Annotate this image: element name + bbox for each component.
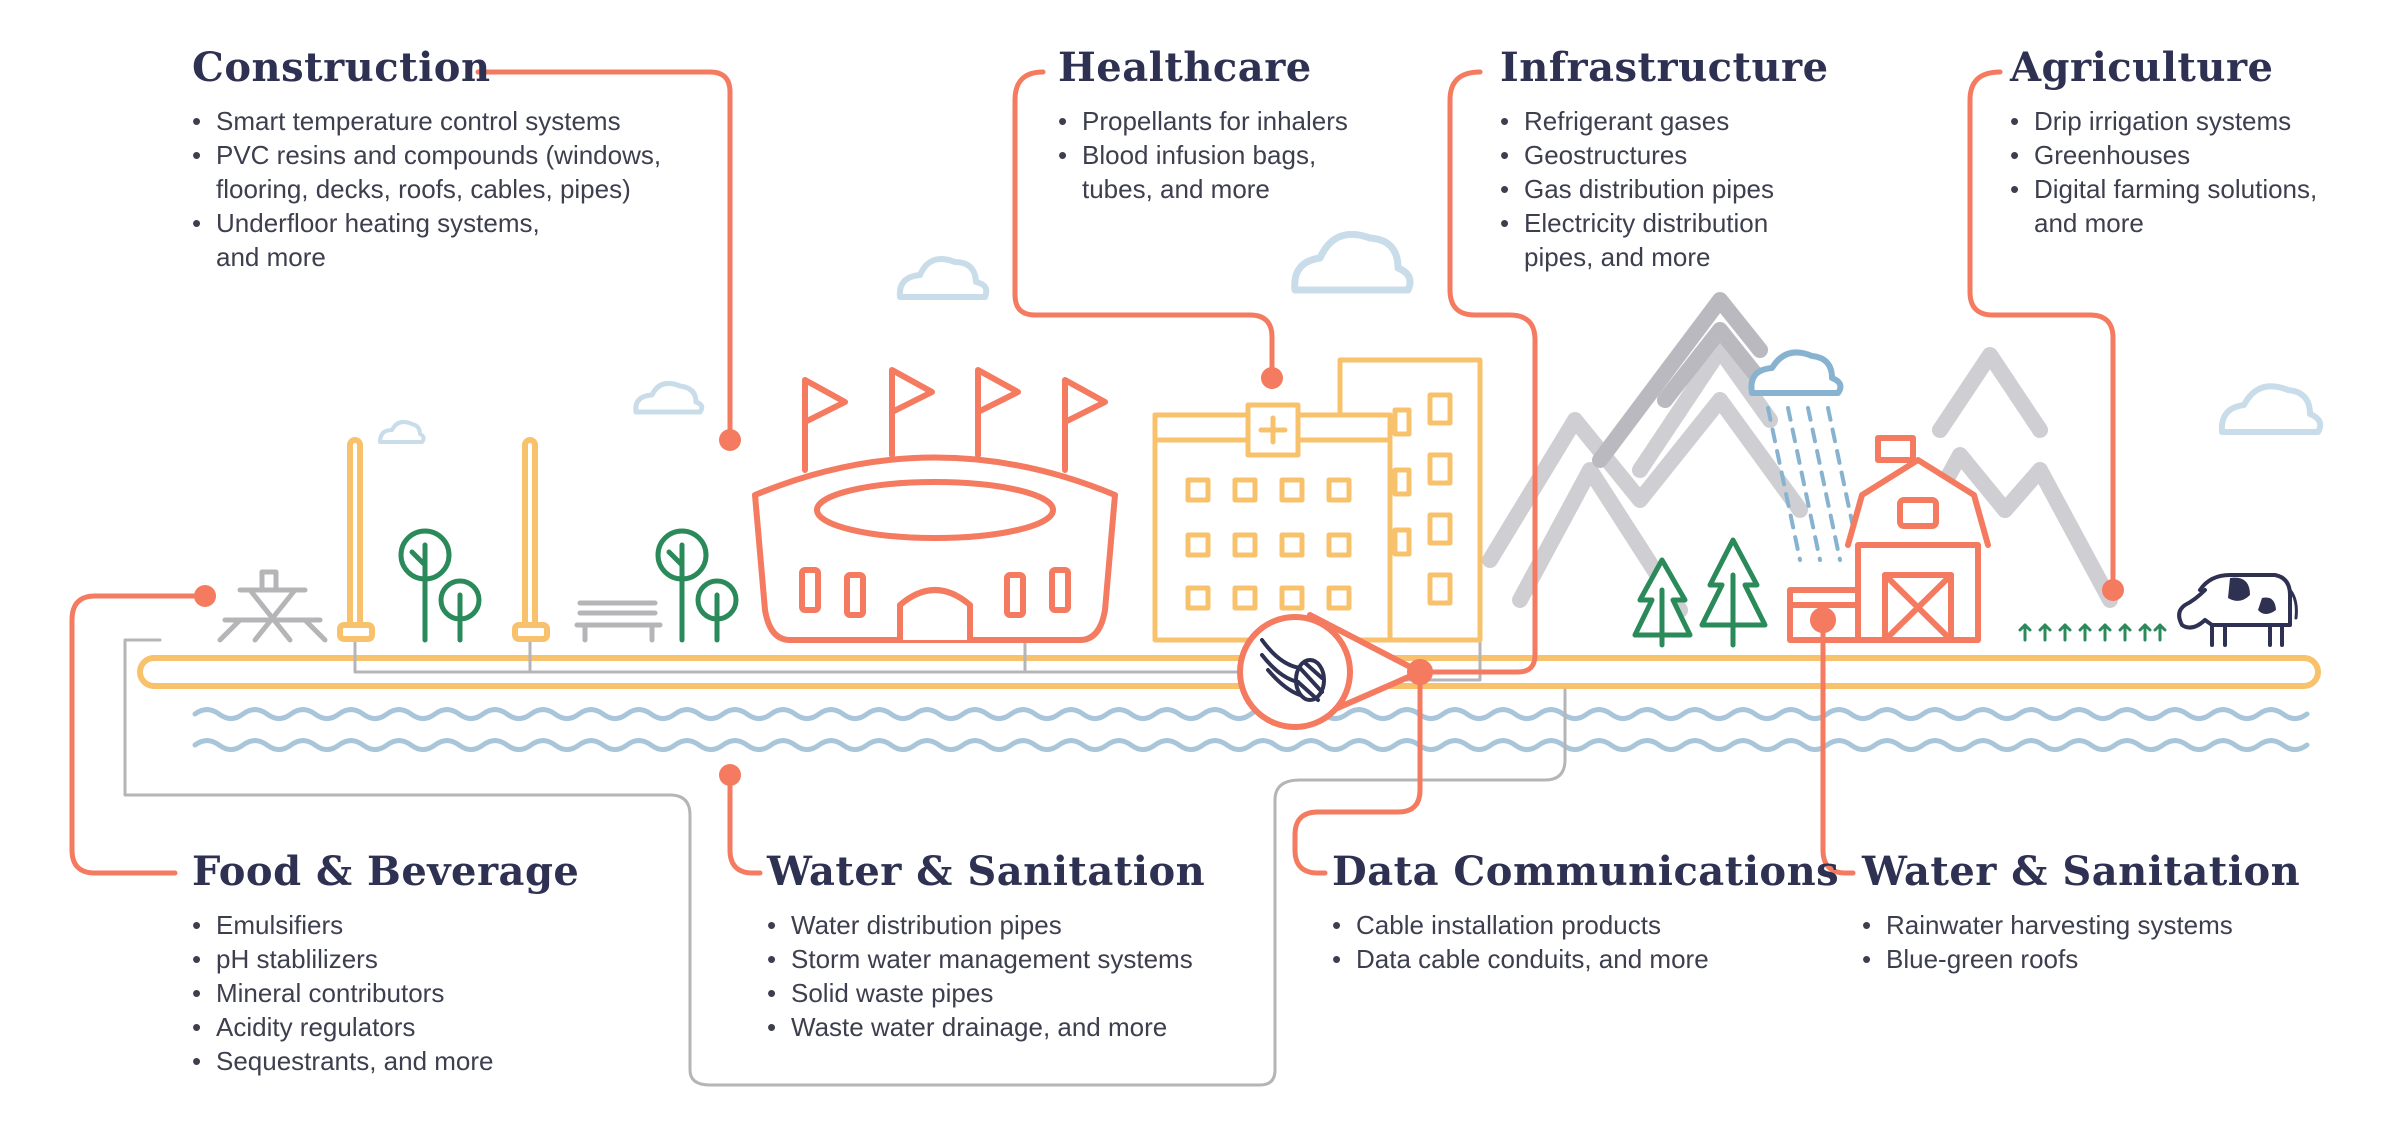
- section-title: Healthcare: [1058, 44, 1312, 91]
- picnic-table: [217, 569, 328, 643]
- list-item: Storm water management systems: [767, 942, 1205, 976]
- list-item: Acidity regulators: [192, 1010, 579, 1044]
- list-item: Blood infusion bags, tubes, and more: [1058, 138, 1348, 206]
- list-item: Data cable conduits, and more: [1332, 942, 1839, 976]
- list-item: Gas distribution pipes: [1500, 172, 1829, 206]
- list-item: Water distribution pipes: [767, 908, 1205, 942]
- list-item: Propellants for inhalers: [1058, 104, 1348, 138]
- section-title: Water & Sanitation: [767, 848, 1206, 895]
- list-item: Emulsifiers: [192, 908, 579, 942]
- water-sanitation-list-2: Rainwater harvesting systems Blue-green …: [1862, 908, 2300, 976]
- list-item: Greenhouses: [2010, 138, 2317, 172]
- connector-lines: [69, 69, 2116, 876]
- section-title: Construction: [192, 44, 491, 91]
- cloud-icon: [378, 420, 426, 444]
- list-item: Mineral contributors: [192, 976, 579, 1010]
- section-title: Food & Beverage: [192, 848, 580, 895]
- agriculture-section: Agriculture Drip irrigation systems Gree…: [2010, 44, 2317, 240]
- list-item: Sequestrants, and more: [192, 1044, 579, 1078]
- list-item: Solid waste pipes: [767, 976, 1205, 1010]
- infrastructure-list: Refrigerant gases Geostructures Gas dist…: [1500, 104, 1829, 274]
- list-item: Underfloor heating systems, and more: [192, 206, 661, 274]
- cloud-icon: [1291, 230, 1414, 294]
- trees: [398, 528, 739, 643]
- list-item: Cable installation products: [1332, 908, 1839, 942]
- list-item: Electricity distribution pipes, and more: [1500, 206, 1829, 274]
- barn: [1787, 435, 1991, 643]
- food-beverage-section: Food & Beverage Emulsifiers pH stabliliz…: [192, 848, 579, 1078]
- rain-cloud-icon: [1748, 349, 1844, 396]
- list-item: Blue-green roofs: [1862, 942, 2300, 976]
- list-item: Drip irrigation systems: [2010, 104, 2317, 138]
- connector-dots: [194, 367, 2124, 786]
- cloud-icon: [2218, 383, 2324, 435]
- data-communications-list: Cable installation products Data cable c…: [1332, 908, 1839, 976]
- list-item: Rainwater harvesting systems: [1862, 908, 2300, 942]
- stadium: [752, 367, 1118, 643]
- section-title: Infrastructure: [1500, 44, 1829, 91]
- list-item: Smart temperature control systems: [192, 104, 661, 138]
- street-lamp: [337, 437, 550, 642]
- cloud-icon: [633, 381, 705, 415]
- section-title: Water & Sanitation: [1862, 848, 2301, 895]
- construction-list: Smart temperature control systems PVC re…: [192, 104, 661, 274]
- list-item: PVC resins and compounds (windows, floor…: [192, 138, 661, 206]
- bench: [574, 600, 663, 643]
- pine-trees: [1632, 537, 1768, 648]
- cable-bundle-icon: [1260, 638, 1326, 702]
- section-title: Data Communications: [1332, 848, 1840, 895]
- agriculture-list: Drip irrigation systems Greenhouses Digi…: [2010, 104, 2317, 240]
- list-item: Waste water drainage, and more: [767, 1010, 1205, 1044]
- data-communications-section: Data Communications Cable installation p…: [1332, 848, 1839, 976]
- section-title: Agriculture: [2010, 44, 2274, 91]
- water-waves: [192, 707, 2310, 752]
- water-sanitation-section-1: Water & Sanitation Water distribution pi…: [767, 848, 1205, 1044]
- food-beverage-list: Emulsifiers pH stablilizers Mineral cont…: [192, 908, 579, 1078]
- list-item: pH stablilizers: [192, 942, 579, 976]
- water-sanitation-section-2: Water & Sanitation Rainwater harvesting …: [1862, 848, 2300, 976]
- cow-icon: [2177, 573, 2298, 647]
- rain-drops: [1766, 406, 1862, 562]
- list-item: Digital farming solutions, and more: [2010, 172, 2317, 240]
- healthcare-section: Healthcare Propellants for inhalers Bloo…: [1058, 44, 1348, 206]
- construction-section: Construction Smart temperature control s…: [192, 44, 661, 274]
- crops: [2018, 623, 2167, 642]
- infrastructure-section: Infrastructure Refrigerant gases Geostru…: [1500, 44, 1829, 274]
- cloud-icon: [896, 256, 990, 300]
- list-item: Refrigerant gases: [1500, 104, 1829, 138]
- mountains-front: [1592, 292, 1768, 468]
- hospital-building: [1152, 357, 1483, 643]
- water-sanitation-list-1: Water distribution pipes Storm water man…: [767, 908, 1205, 1044]
- list-item: Geostructures: [1500, 138, 1829, 172]
- healthcare-list: Propellants for inhalers Blood infusion …: [1058, 104, 1348, 206]
